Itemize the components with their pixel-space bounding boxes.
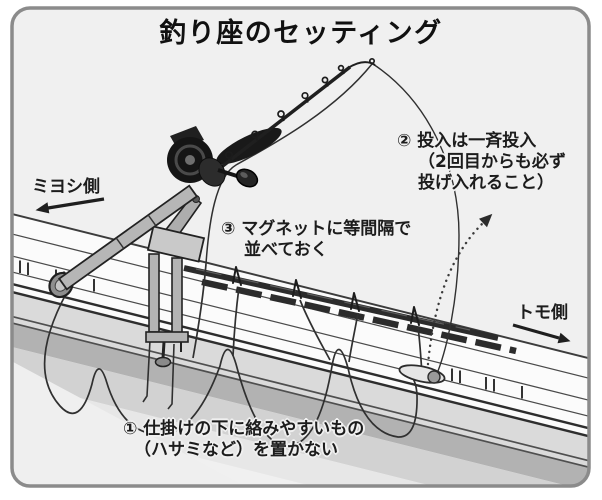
step-2-line-1: ② 投入は一斉投入: [397, 131, 537, 151]
casting-path-arrow: [426, 213, 493, 366]
step-3-line-1: ③ マグネットに等間隔で: [221, 219, 412, 239]
bow-direction-arrow: [35, 197, 105, 214]
boat-deck-scene: [12, 57, 589, 486]
rail-clamp: [145, 253, 189, 368]
step-1-line-1: ① 仕掛けの下に絡みやすいもの: [123, 419, 365, 439]
step-3-line-2: 並べておく: [244, 240, 328, 260]
bow-side-label: ミヨシ側: [32, 177, 100, 197]
rail-front-edge: [12, 279, 589, 433]
step-1-note: ① 仕掛けの下に絡みやすいもの （ハサミなど）を置かない: [123, 419, 364, 461]
rod-guides: [224, 57, 376, 163]
rod-holder: [145, 194, 206, 368]
reel: [167, 126, 259, 188]
stern-side-label: トモ側: [517, 303, 568, 323]
holder-head: [146, 225, 206, 263]
deck-floor: [12, 355, 245, 486]
page-title: 釣り座のセッティング: [159, 18, 443, 49]
rod-butt-grip: [57, 184, 199, 291]
magnet-strip-dashed: [201, 278, 517, 355]
step-2-line-2: （2回目からも必ず: [418, 152, 566, 172]
step-2-note: ② 投入は一斉投入 （2回目からも必ず 投げ入れること）: [397, 131, 566, 194]
sinker: [398, 364, 446, 384]
rig-hooks: [232, 266, 420, 326]
stern-direction-arrow: [512, 323, 571, 344]
reel-handle-arm: [217, 168, 238, 178]
clamp-screw-knob: [154, 356, 172, 368]
casting-arrowhead: [479, 213, 493, 228]
rod-tip: [347, 61, 376, 69]
step-1-line-2: （ハサミなど）を置かない: [134, 440, 338, 460]
rod: [48, 57, 376, 299]
magnet-strip: [183, 265, 517, 355]
slack-line: [205, 63, 460, 372]
step-3-note: ③ マグネットに等間隔で 並べておく: [221, 219, 411, 261]
panel-border: [10, 6, 591, 488]
rail-top-edge: [12, 210, 589, 363]
step-2-line-3: 投げ入れること）: [418, 173, 554, 193]
